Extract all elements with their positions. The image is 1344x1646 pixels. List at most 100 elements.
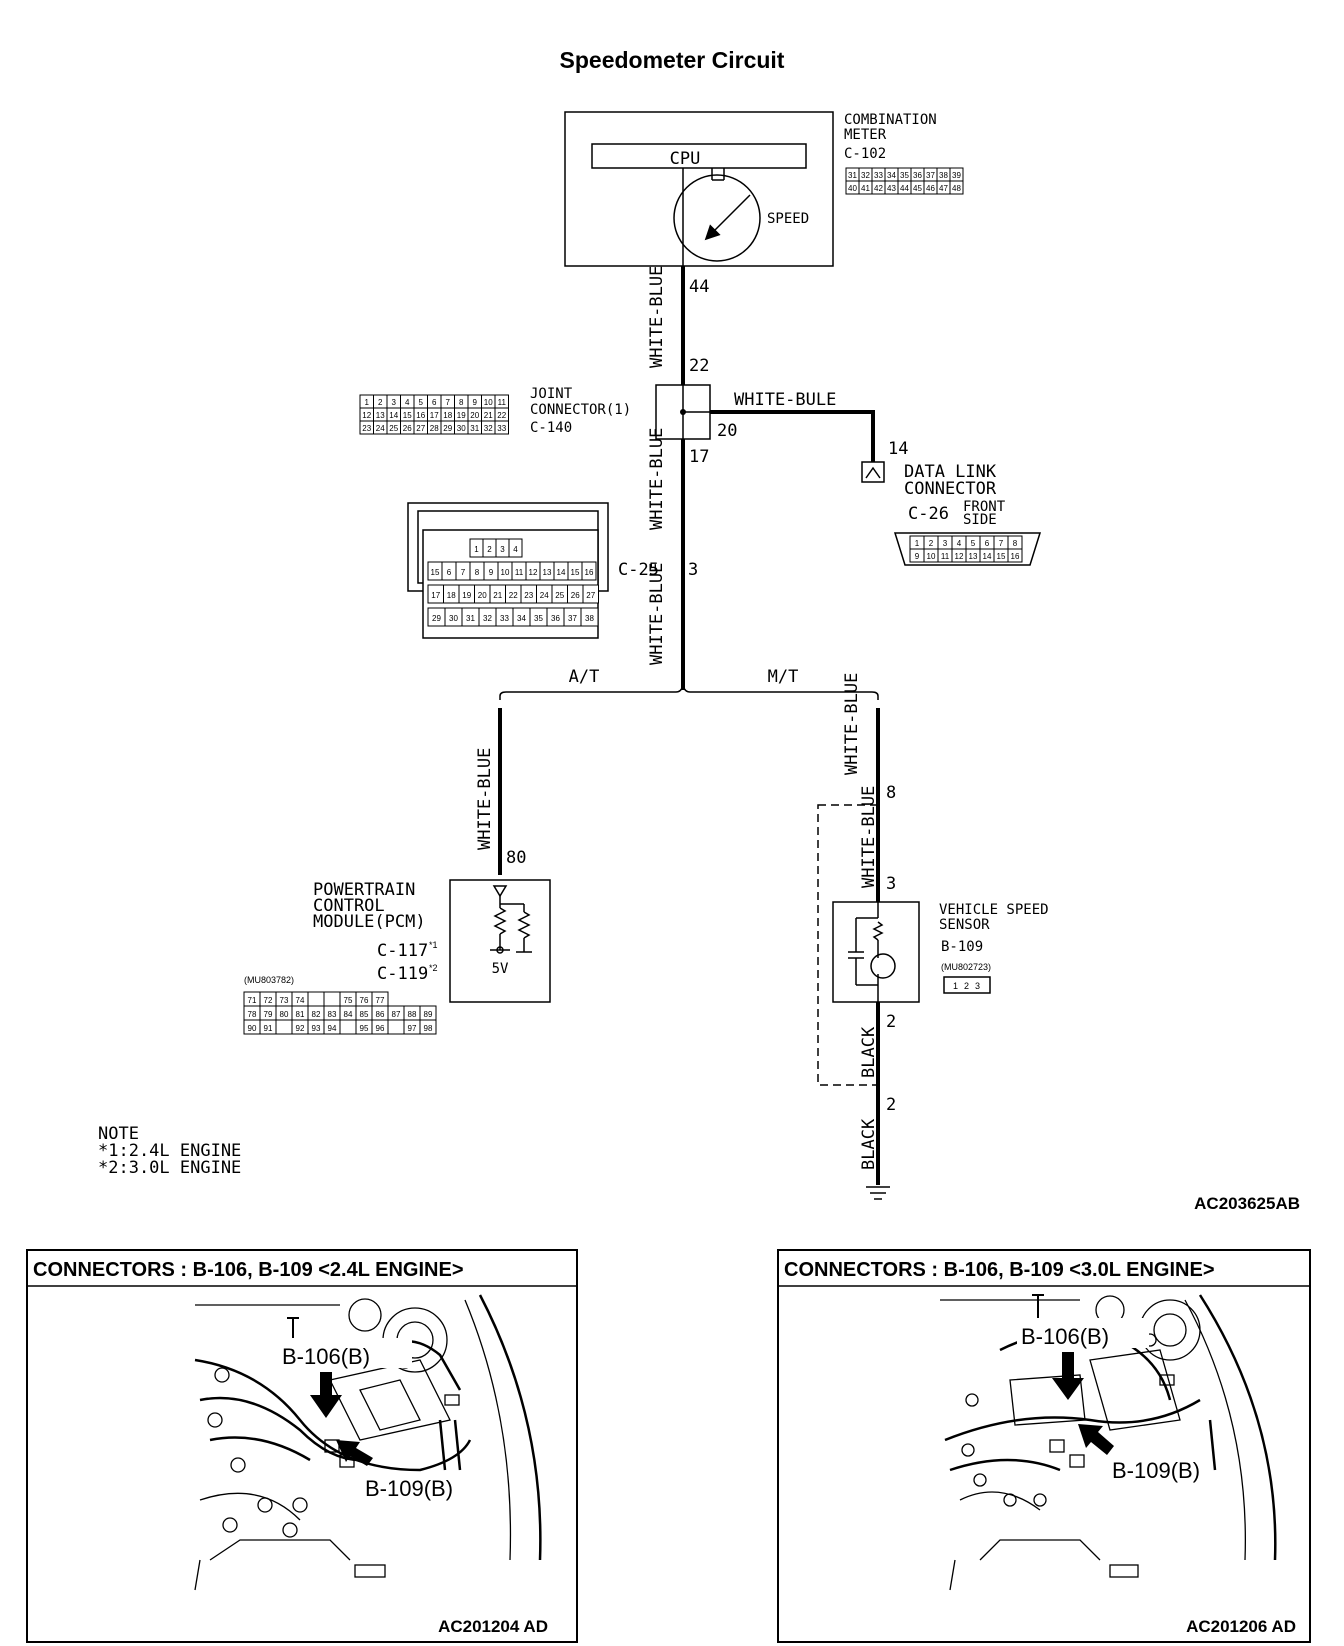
c140-pin-label: 16	[416, 411, 425, 420]
c102-cell	[949, 180, 964, 195]
c25-pin-label: 27	[586, 591, 595, 600]
c25-cell	[580, 607, 599, 627]
c140-pin-label: 9	[473, 398, 478, 407]
c25-pin-label: 8	[475, 568, 480, 577]
vss-name-1: VEHICLE SPEED	[939, 902, 1049, 918]
c26-pin-label: 11	[941, 552, 950, 561]
pcm-cell	[307, 991, 325, 1007]
c26-pin-label: 5	[971, 539, 976, 548]
c102-pin-label: 34	[887, 171, 896, 180]
c102-pin-label: 39	[952, 171, 961, 180]
pcm-pin-label: 82	[312, 1010, 321, 1019]
data-link-terminal-icon	[861, 461, 885, 483]
c140-pin-label: 26	[403, 424, 412, 433]
pcm-pin-label: 92	[296, 1024, 305, 1033]
c26-pin-label: 8	[1013, 539, 1018, 548]
c25-pin-label: 35	[534, 614, 543, 623]
pcm-pin-label: 88	[408, 1010, 417, 1019]
c25-pin-label: 15	[431, 568, 440, 577]
svg-text:2: 2	[964, 981, 969, 991]
pcm-pin-label: 94	[328, 1024, 337, 1033]
note-line-1: *1:2.4L ENGINE	[98, 1141, 241, 1161]
speed-label: SPEED	[767, 211, 809, 227]
connector-photo-panel-3-0l: CONNECTORS : B-106, B-109 <3.0L ENGINE>	[777, 1249, 1311, 1643]
c102-pin-label: 41	[861, 184, 870, 193]
pcm-voltage: 5V	[492, 961, 509, 977]
c26-pin-label: 12	[955, 552, 964, 561]
pcm-cell	[387, 1019, 405, 1035]
c102-pin-label: 37	[926, 171, 935, 180]
pcm-name-3: MODULE(PCM)	[313, 912, 426, 932]
c140-pin-label: 31	[470, 424, 479, 433]
pcm-pin-label: 98	[424, 1024, 433, 1033]
pcm-pin-label: 79	[264, 1010, 273, 1019]
c140-pin-label: 11	[498, 398, 507, 407]
speed-gauge-icon	[673, 174, 761, 262]
c25-pin-label: 4	[513, 545, 518, 554]
pcm-pin-label: 87	[392, 1010, 401, 1019]
pcm-name-1: POWERTRAIN	[313, 880, 415, 900]
panel-3-0l-callout-b109: B-109(B)	[1112, 1458, 1200, 1483]
c26-pin-label: 10	[927, 552, 936, 561]
combination-meter-code: C-102	[844, 146, 886, 162]
combination-meter-name-1: COMBINATION	[844, 112, 937, 128]
c102-pin-label: 48	[952, 184, 961, 193]
branch-right-label: M/T	[768, 667, 799, 687]
note-line-2: *2:3.0L ENGINE	[98, 1158, 241, 1178]
c25-cell	[508, 538, 523, 558]
c25-pin-label: 21	[493, 591, 502, 600]
c102-pin-label: 40	[848, 184, 857, 193]
panel-3-0l-callout-b106: B-106(B)	[1021, 1324, 1109, 1349]
c25-pin-3: 3	[688, 560, 698, 580]
pcm-pin-label: 80	[280, 1010, 289, 1019]
pcm-pin-label: 89	[424, 1010, 433, 1019]
c25-pin-label: 26	[571, 591, 580, 600]
pcm-pin-label: 86	[376, 1010, 385, 1019]
c140-pin-label: 29	[443, 424, 452, 433]
c25-pin-label: 15	[571, 568, 580, 577]
c102-pin-label: 47	[939, 184, 948, 193]
pcm-pin-label: 76	[360, 996, 369, 1005]
c140-pin-label: 23	[362, 424, 371, 433]
c140-pin-label: 12	[362, 411, 371, 420]
pcm-mark-2: *2	[429, 963, 438, 973]
joint-connector-name-2: CONNECTOR(1)	[530, 402, 631, 418]
pcm-pin-label: 96	[376, 1024, 385, 1033]
svg-text:3: 3	[975, 981, 980, 991]
c25-pin-label: 17	[431, 591, 440, 600]
c102-pin-label: 46	[926, 184, 935, 193]
c26-pin-label: 2	[929, 539, 934, 548]
c25-pin-label: 23	[524, 591, 533, 600]
figure-code: AC203625AB	[1194, 1194, 1300, 1213]
c140-pin-label: 6	[432, 398, 437, 407]
combination-meter-box	[564, 111, 834, 267]
pcm-pin-label: 97	[408, 1024, 417, 1033]
joint-pin-20: 20	[717, 421, 737, 441]
c25-pin-label: 29	[432, 614, 441, 623]
pcm-pin-label: 95	[360, 1024, 369, 1033]
vss-pin-8: 8	[886, 783, 896, 803]
joint-connector-name-1: JOINT	[530, 386, 573, 402]
data-link-pin-14: 14	[888, 439, 908, 459]
wire-label-seg1: WHITE-BLUE	[647, 266, 667, 368]
c26-pin-label: 3	[943, 539, 948, 548]
combination-meter-name-2: METER	[844, 127, 887, 143]
c25-pin-label: 14	[557, 568, 566, 577]
c25-cell	[582, 584, 599, 604]
c25-pin-label: 18	[447, 591, 456, 600]
data-link-name-2: CONNECTOR	[904, 479, 997, 499]
ground-icon	[866, 1186, 890, 1200]
panel-2-4l-title: CONNECTORS : B-106, B-109 <2.4L ENGINE>	[33, 1259, 464, 1281]
vss-pin-2: 2	[886, 1012, 896, 1032]
pcm-pin-label: 78	[248, 1010, 257, 1019]
c25-pin-label: 32	[483, 614, 492, 623]
meter-pin-44: 44	[689, 277, 709, 297]
c26-pin-label: 7	[999, 539, 1004, 548]
c26-pin-label: 9	[915, 552, 920, 561]
c25-pin-label: 20	[478, 591, 487, 600]
connector-photo-panel-2-4l: CONNECTORS : B-106, B-109 <2.4L ENGINE>	[26, 1249, 578, 1643]
c140-pin-label: 24	[376, 424, 385, 433]
